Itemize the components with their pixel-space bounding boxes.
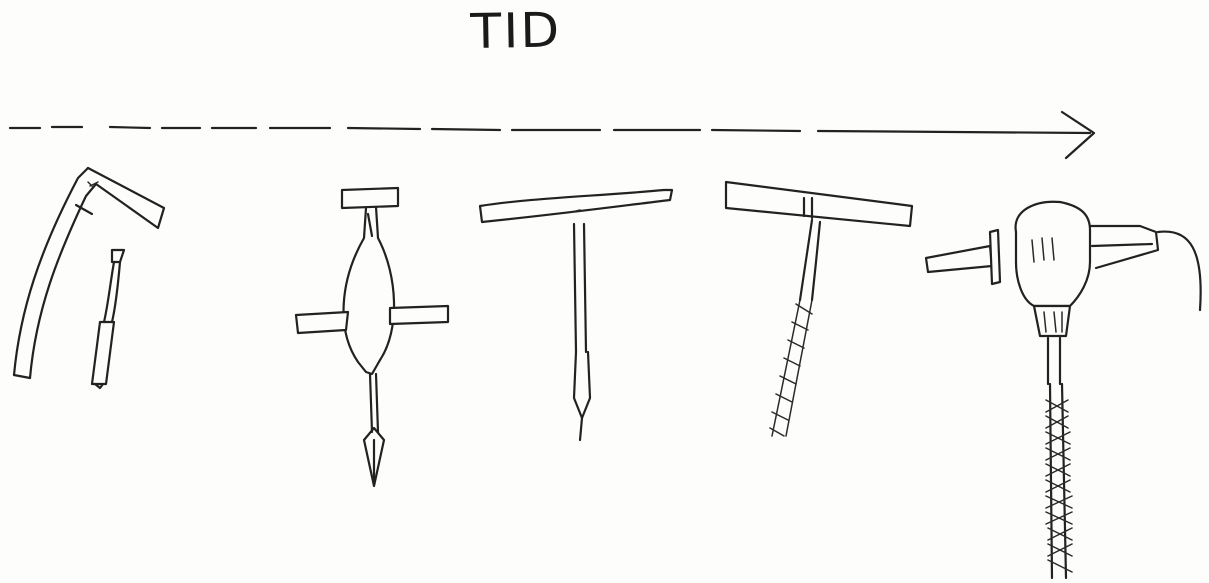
- tool-adze: [14, 168, 164, 378]
- time-axis-arrow: [10, 112, 1094, 158]
- tool-chisel: [92, 250, 124, 388]
- tool-t-awl: [480, 190, 672, 440]
- tool-bow-drill: [296, 188, 448, 486]
- tool-t-auger: [726, 182, 912, 436]
- tool-electric-drill: [926, 202, 1201, 578]
